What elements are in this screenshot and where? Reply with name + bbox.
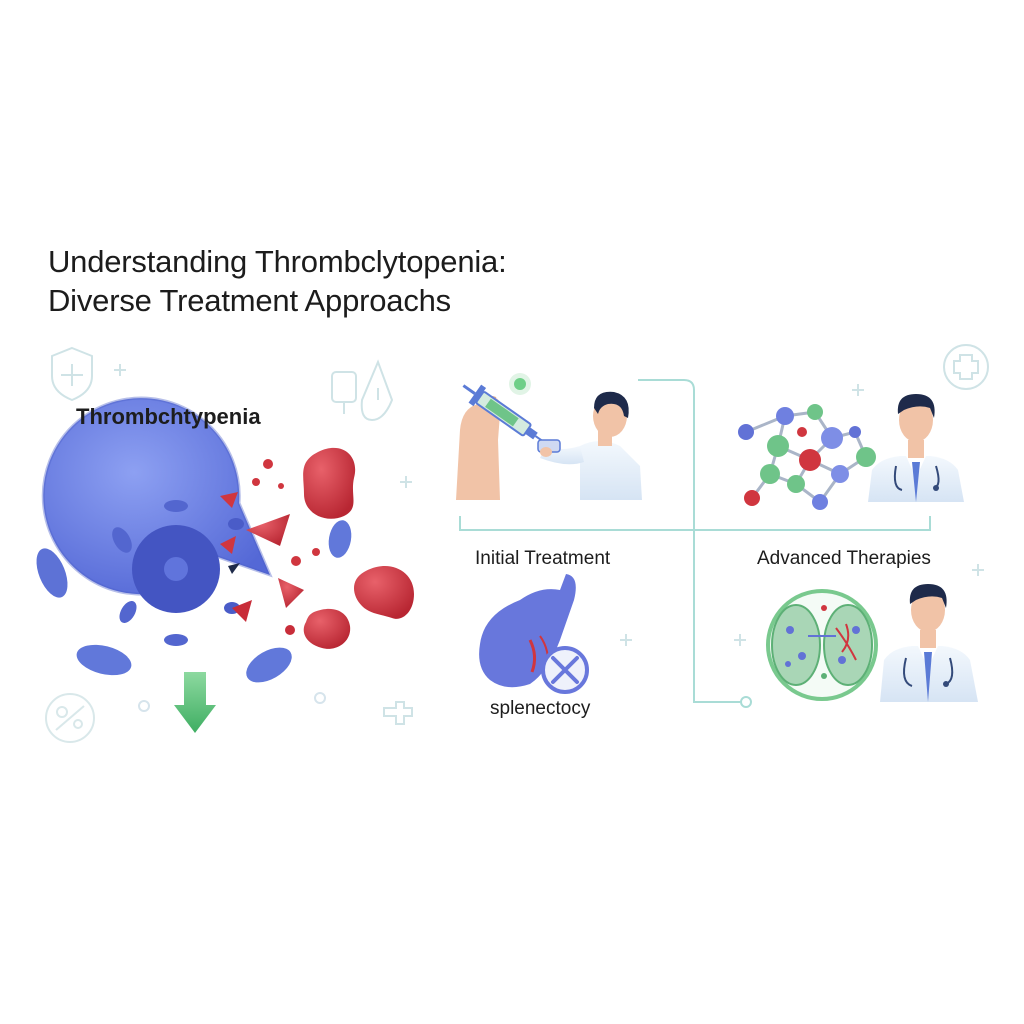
page-title-line-2: Diverse Treatment Approachs [48, 283, 451, 318]
doctor-icon [880, 584, 978, 702]
advanced-therapies-label: Advanced Therapies [757, 548, 931, 569]
connector-lines [459, 379, 931, 708]
cross-circle-icon [541, 646, 589, 694]
page-title-line-1: Understanding Thrombclytopenia: [48, 244, 507, 279]
down-arrow-icon [174, 672, 216, 733]
blood-cells-illustration [36, 396, 414, 712]
splenectomy-label: splenectocy [490, 698, 591, 719]
doctor-icon [868, 394, 964, 502]
molecule-icon [738, 404, 876, 510]
syringe-injection-illustration [456, 373, 642, 500]
condition-label: Thrombchtypenia [76, 404, 261, 429]
initial-treatment-label: Initial Treatment [475, 548, 611, 569]
kidney-cross-section-icon [766, 589, 878, 701]
medical-cross-icon [943, 344, 989, 390]
plus-sparkle-icon [114, 364, 984, 646]
shield-plus-icon [51, 346, 93, 402]
medical-cross-icon [383, 701, 413, 725]
cell-petri-icon [45, 693, 95, 743]
page-title: Understanding Thrombclytopenia: Diverse … [48, 242, 507, 320]
iv-bag-icon [331, 359, 394, 422]
